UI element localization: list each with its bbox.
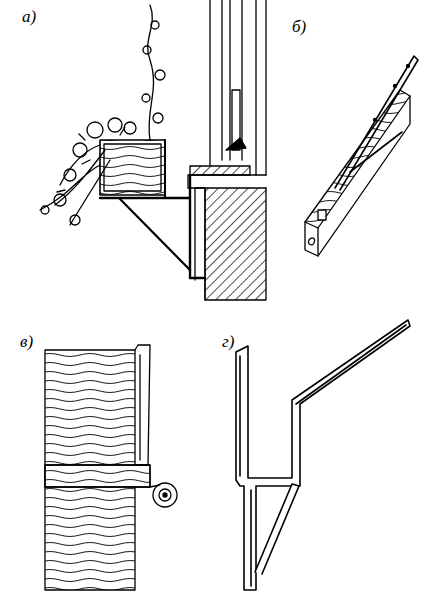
panel-label: г)	[222, 333, 234, 350]
metal-bracket	[236, 320, 410, 590]
panel-label: а)	[22, 8, 36, 25]
flower-box	[100, 140, 205, 278]
panel-label: б)	[292, 18, 306, 35]
plants	[40, 5, 165, 225]
panel-label: в)	[20, 333, 33, 350]
bracket-with-bar	[305, 56, 418, 256]
board-with-plank	[45, 345, 177, 590]
window-wall-section	[188, 0, 266, 300]
